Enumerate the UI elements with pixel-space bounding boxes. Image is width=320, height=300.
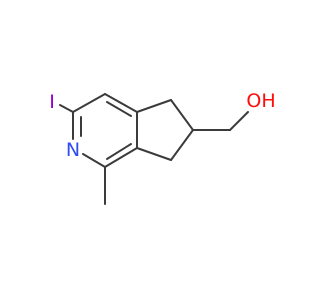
bond-c7-c7a: [136, 147, 172, 161]
bond-c4-c4a-inner: [106, 101, 132, 117]
bond-c3-iodine: [59, 104, 74, 113]
bonds: [59, 93, 249, 205]
bond-c5-c6: [170, 99, 194, 131]
bond-ch2-oh: [229, 111, 249, 131]
bond-c4-c4a: [104, 93, 138, 113]
bond-c3-c4: [72, 93, 106, 113]
atom-label-iodine: I: [49, 91, 55, 113]
bond-c1-n2: [82, 153, 106, 168]
molecule-structure: I N OH: [49, 90, 276, 205]
atom-label-hydroxyl: OH: [246, 90, 275, 112]
bond-c4a-c5: [136, 99, 172, 113]
bond-c7a-c1: [104, 147, 138, 168]
atom-label-nitrogen: N: [66, 139, 80, 161]
bond-c7a-c1-inner: [106, 143, 132, 160]
atom-labels: I N OH: [49, 90, 275, 161]
bond-c6-c7: [170, 129, 194, 161]
